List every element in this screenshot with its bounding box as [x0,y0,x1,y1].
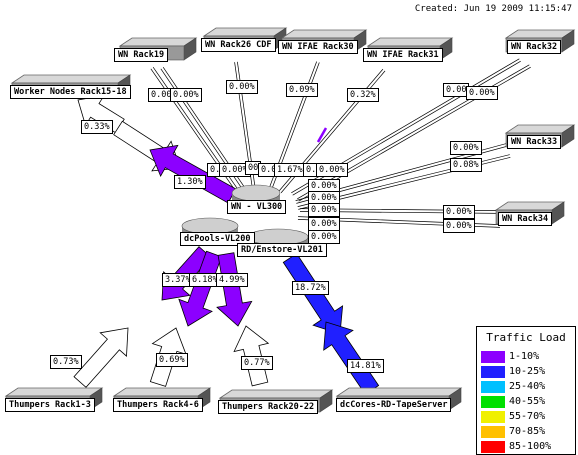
link-label-dccores-in: 14.81% [347,359,384,373]
traffic-legend: Traffic Load 1-10% 10-25% 25-40% 40-55% … [476,326,576,455]
legend-swatch-3 [481,380,505,393]
arrow-t2022-to-pools [233,325,270,387]
link-label-core-5: 1.67% [274,163,306,177]
node-wn-rack26[interactable]: WN Rack26 CDF [201,38,276,52]
link-rack30-load [316,127,328,143]
node-thumpers-1-3[interactable]: Thumpers Rack1-3 [5,398,95,412]
link-label-thumpers-1-3: 0.73% [50,355,82,369]
link-label-pools-2: 6.18% [189,273,221,287]
device-worker-top [10,74,132,84]
link-label-pools-3: 4.99% [216,273,248,287]
arrow-t13-to-pools [73,327,129,388]
node-dccores[interactable]: dcCores-RD-TapeServer [336,398,452,412]
device-rack26-top [202,27,288,37]
legend-label-3: 25-40% [509,381,546,392]
legend-swatch-5 [481,410,505,423]
device-t13-top [4,387,104,397]
link-label-core-10: 0.00% [308,203,340,217]
link-label-core-12: 0.00% [308,230,340,244]
link-label-rack26: 0.00% [226,80,258,94]
legend-label-1: 1-10% [509,351,540,362]
node-thumpers-20-22[interactable]: Thumpers Rack20-22 [218,400,319,414]
node-rd-enstore[interactable]: RD/Enstore-VL201 [237,243,327,257]
node-wn-rack30[interactable]: WN IFAE Rack30 [278,40,358,54]
node-wn-rack33[interactable]: WN Rack33 [507,135,562,149]
link-label-rack32-a: 0.00 [443,83,470,97]
legend-label-7: 85-100% [509,441,552,452]
link-label-thumpers-20-22: 0.77% [241,356,273,370]
link-label-core-11: 0.00% [308,217,340,231]
arrow-pools-to-t46 [178,250,223,327]
device-t46-top [112,387,212,397]
legend-label-2: 10-25% [509,366,546,377]
link-label-rack33-b: 0.08% [450,158,482,172]
legend-swatch-1 [481,350,505,363]
arrow-wn-to-worker [149,144,237,204]
node-thumpers-4-6[interactable]: Thumpers Rack4-6 [113,398,203,412]
link-label-rd-out: 18.72% [292,281,329,295]
legend-swatch-7 [481,440,505,453]
node-wn-rack19[interactable]: WN Rack19 [114,48,169,62]
node-worker-nodes[interactable]: Worker Nodes Rack15-18 [10,85,131,99]
link-label-rack32-b: 0.00% [466,86,498,100]
node-wn-rack32[interactable]: WN Rack32 [507,40,562,54]
link-label-worker-out: 1.30% [174,175,206,189]
legend-label-6: 70-85% [509,426,546,437]
legend-label-4: 40-55% [509,396,546,407]
arrow-pools-to-t2022 [216,252,253,327]
node-wn-rack34[interactable]: WN Rack34 [498,212,553,226]
device-t2022-top [218,389,334,399]
device-rack30-top [280,29,368,39]
device-rack19-top [118,37,198,47]
router-wn-vl300-top [231,184,281,202]
device-rack31-top [366,37,454,47]
legend-swatch-6 [481,425,505,438]
link-label-rack31: 0.32% [347,88,379,102]
node-wn-vl300[interactable]: WN - VL300 [227,200,287,214]
created-timestamp: Created: Jun 19 2009 11:15:47 [414,4,572,14]
link-label-thumpers-4-6: 0.69% [156,353,188,367]
legend-swatch-4 [481,395,505,408]
link-label-rack34-b: 0.00% [443,219,475,233]
legend-label-5: 55-70% [509,411,546,422]
link-label-rack30: 0.09% [286,83,318,97]
arrow-dccores-to-rd [323,321,380,396]
legend-title: Traffic Load [486,331,566,344]
node-wn-rack31[interactable]: WN IFAE Rack31 [363,48,443,62]
link-label-pools-1: 3.37% [162,273,194,287]
legend-swatch-2 [481,365,505,378]
link-label-rack19-b: 0.00% [170,88,202,102]
link-label-core-7: 0.00% [316,163,348,177]
link-label-worker-in: 0.33% [81,120,113,134]
link-label-core-6: 0. [303,163,320,177]
link-label-rack33-a: 0.00% [450,141,482,155]
node-dcpools[interactable]: dcPools-VL200 [180,232,255,246]
link-label-rack34-a: 0.00% [443,205,475,219]
device-dccores-top [335,387,463,397]
